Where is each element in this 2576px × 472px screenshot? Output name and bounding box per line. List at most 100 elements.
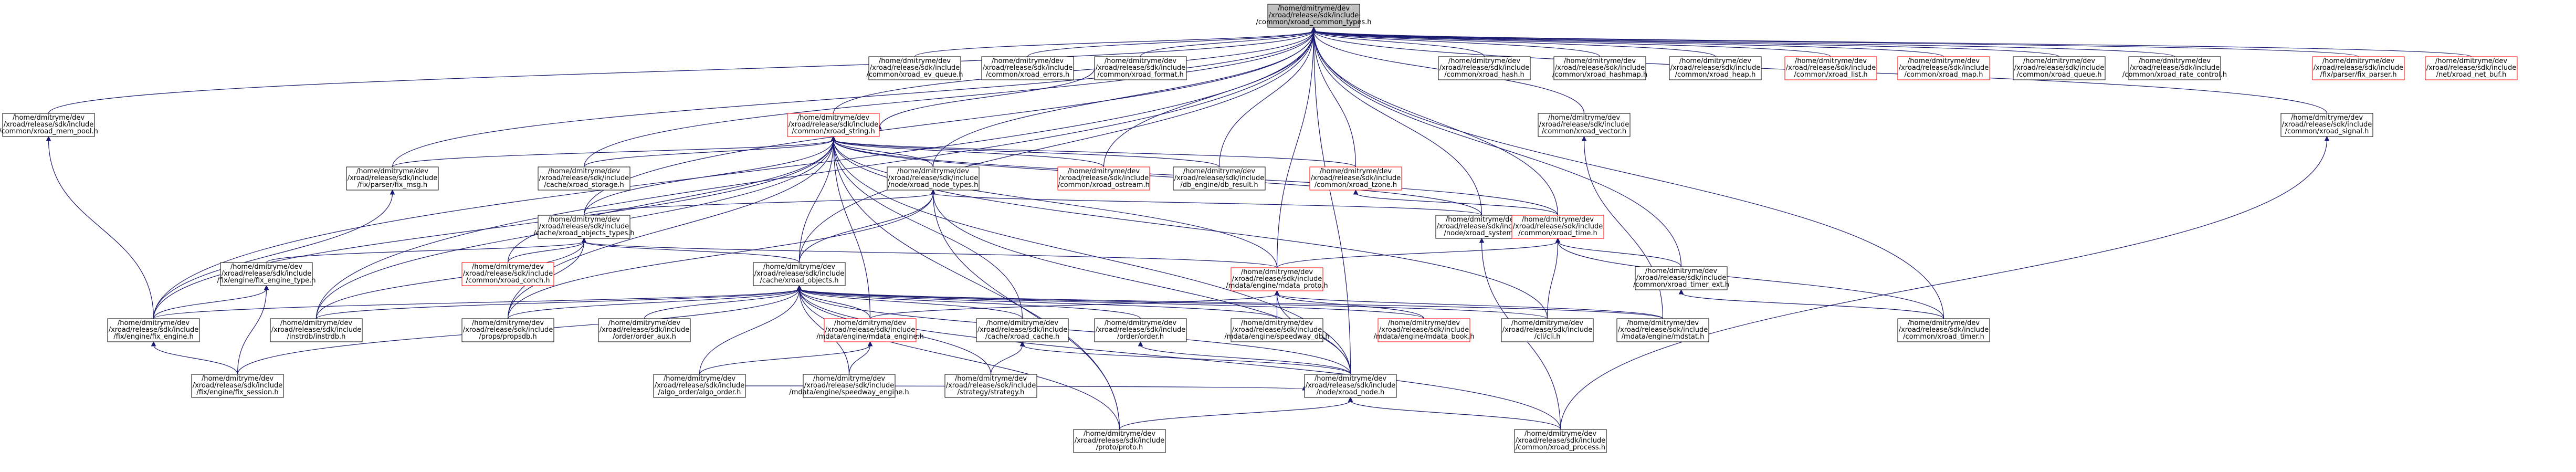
file-node-mdata_proto[interactable]: /home/dmitryme/dev/xroad/release/sdk/inc… <box>1226 267 1328 291</box>
dependency-edge-mdata_engine-to-xroad_objects <box>798 288 871 319</box>
file-node-heap[interactable]: /home/dmitryme/dev/xroad/release/sdk/inc… <box>1669 56 1762 80</box>
dependency-edge-queue-to-root <box>1313 30 2060 57</box>
node-label-line: /fix/engine/fix_engine_type.h <box>217 277 316 285</box>
dependency-edge-xroad_node-to-node_types <box>932 193 1351 375</box>
node-label-line: /xroad/release/sdk/include <box>463 270 553 278</box>
node-label-line: /home/dmitryme/dev <box>1105 57 1177 65</box>
file-node-hashmap[interactable]: /home/dmitryme/dev/xroad/release/sdk/inc… <box>1552 56 1647 80</box>
file-node-fix_parser[interactable]: /home/dmitryme/dev/xroad/release/sdk/inc… <box>2312 56 2405 80</box>
file-node-objects_types[interactable]: /home/dmitryme/dev/xroad/release/sdk/inc… <box>533 215 635 239</box>
file-node-hash[interactable]: /home/dmitryme/dev/xroad/release/sdk/inc… <box>1438 56 1531 80</box>
file-node-timer_ext[interactable]: /home/dmitryme/dev/xroad/release/sdk/inc… <box>1633 266 1729 290</box>
node-box <box>1094 56 1187 80</box>
file-node-ostream[interactable]: /home/dmitryme/dev/xroad/release/sdk/inc… <box>1057 166 1150 191</box>
dependency-edge-cli-to-xroad_objects <box>798 288 1548 319</box>
file-node-list[interactable]: /home/dmitryme/dev/xroad/release/sdk/inc… <box>1784 56 1877 80</box>
file-node-order_aux[interactable]: /home/dmitryme/dev/xroad/release/sdk/inc… <box>598 318 691 342</box>
file-node-xroad_objects[interactable]: /home/dmitryme/dev/xroad/release/sdk/inc… <box>753 262 846 286</box>
dependency-edge-xroad_timer-to-timer_ext <box>1680 292 1944 319</box>
file-node-mdata_book[interactable]: /home/dmitryme/dev/xroad/release/sdk/inc… <box>1374 318 1475 342</box>
node-label-line: /home/dmitryme/dev <box>13 114 85 122</box>
dependency-edge-map-to-root <box>1313 30 1944 57</box>
file-node-xroad_timer[interactable]: /home/dmitryme/dev/xroad/release/sdk/inc… <box>1897 318 1990 342</box>
node-label-line: /mdata/engine/mdata_book.h <box>1374 333 1475 341</box>
file-node-instrdb[interactable]: /home/dmitryme/dev/xroad/release/sdk/inc… <box>270 318 363 342</box>
dependency-edge-xroad_node-to-xroad_cache <box>1022 344 1351 375</box>
node-label-line: /home/dmitryme/dev <box>664 375 736 383</box>
file-node-fix_session[interactable]: /home/dmitryme/dev/xroad/release/sdk/inc… <box>191 374 284 398</box>
node-box <box>944 374 1037 398</box>
file-node-string[interactable]: /home/dmitryme/dev/xroad/release/sdk/inc… <box>787 113 880 137</box>
file-node-xroad_node[interactable]: /home/dmitryme/dev/xroad/release/sdk/inc… <box>1304 374 1397 398</box>
file-node-rate_control[interactable]: /home/dmitryme/dev/xroad/release/sdk/inc… <box>2122 56 2227 80</box>
node-label-line: /home/dmitryme/dev <box>1278 5 1350 13</box>
dependency-edge-xroad_storage-to-root <box>583 30 1315 167</box>
node-label-line: /home/dmitryme/dev <box>2322 57 2395 65</box>
file-node-errors[interactable]: /home/dmitryme/dev/xroad/release/sdk/inc… <box>981 56 1074 80</box>
file-node-map[interactable]: /home/dmitryme/dev/xroad/release/sdk/inc… <box>1897 56 1990 80</box>
dependency-edge-mdata_proto-to-objects_types <box>583 241 1278 268</box>
node-label-line: /common/xroad_conch.h <box>466 277 550 285</box>
file-node-db_result[interactable]: /home/dmitryme/dev/xroad/release/sdk/inc… <box>1173 166 1266 191</box>
file-node-proto[interactable]: /home/dmitryme/dev/xroad/release/sdk/inc… <box>1073 429 1166 453</box>
node-label-line: /xroad/release/sdk/include <box>463 326 553 334</box>
file-node-fix_engine[interactable]: /home/dmitryme/dev/xroad/release/sdk/inc… <box>107 318 200 342</box>
node-box <box>461 262 554 286</box>
dependency-edge-fix_session-to-fix_engine_type <box>237 288 267 375</box>
arrowhead-xroad_timer-to-timer_ext <box>1678 289 1684 295</box>
dependency-edge-node_types-to-string <box>833 139 934 167</box>
file-node-tzone[interactable]: /home/dmitryme/dev/xroad/release/sdk/inc… <box>1309 166 1402 191</box>
file-node-xroad_storage[interactable]: /home/dmitryme/dev/xroad/release/sdk/inc… <box>538 166 630 191</box>
file-node-speedway_db[interactable]: /home/dmitryme/dev/xroad/release/sdk/inc… <box>1224 318 1330 342</box>
file-node-root[interactable]: /home/dmitryme/dev/xroad/release/sdk/inc… <box>1256 4 1372 28</box>
file-node-order[interactable]: /home/dmitryme/dev/xroad/release/sdk/inc… <box>1094 318 1187 342</box>
node-label-line: /xroad/release/sdk/include <box>1899 326 1989 334</box>
file-node-vector[interactable]: /home/dmitryme/dev/xroad/release/sdk/inc… <box>1538 113 1631 137</box>
node-label-line: /common/xroad_time.h <box>1518 229 1597 237</box>
file-node-propsdb[interactable]: /home/dmitryme/dev/xroad/release/sdk/inc… <box>461 318 554 342</box>
file-node-xroad_cache[interactable]: /home/dmitryme/dev/xroad/release/sdk/inc… <box>976 318 1069 342</box>
node-label-line: /xroad/release/sdk/include <box>1311 174 1401 182</box>
file-node-queue[interactable]: /home/dmitryme/dev/xroad/release/sdk/inc… <box>2013 56 2106 80</box>
node-label-line: /xroad/release/sdk/include <box>1502 326 1593 334</box>
dependency-edge-timer_ext-to-xroad_time <box>1557 241 1682 267</box>
dependency-edge-xroad_node-to-xroad_objects <box>798 288 1351 375</box>
file-node-algo_order[interactable]: /home/dmitryme/dev/xroad/release/sdk/inc… <box>653 374 746 398</box>
node-box <box>1897 56 1990 80</box>
file-node-speedway_engine[interactable]: /home/dmitryme/dev/xroad/release/sdk/inc… <box>789 374 909 398</box>
node-label-line: /xroad/release/sdk/include <box>804 382 895 390</box>
file-node-cli[interactable]: /home/dmitryme/dev/xroad/release/sdk/inc… <box>1501 318 1594 342</box>
node-label-line: /xroad/release/sdk/include <box>1096 64 1186 72</box>
node-label-line: /home/dmitryme/dev <box>118 319 190 327</box>
arrowhead-xroad_node-to-mdata_proto <box>1274 290 1280 296</box>
file-node-xroad_conch[interactable]: /home/dmitryme/dev/xroad/release/sdk/inc… <box>461 262 554 286</box>
file-node-ev_queue[interactable]: /home/dmitryme/dev/xroad/release/sdk/inc… <box>866 56 963 80</box>
node-label-line: /home/dmitryme/dev <box>2291 114 2363 122</box>
file-node-mdstat[interactable]: /home/dmitryme/dev/xroad/release/sdk/inc… <box>1616 318 1709 342</box>
file-node-mem_pool[interactable]: /home/dmitryme/dev/xroad/release/sdk/inc… <box>0 113 98 137</box>
node-label-line: /props/propsdb.h <box>479 333 537 341</box>
file-node-xroad_process[interactable]: /home/dmitryme/dev/xroad/release/sdk/inc… <box>1514 429 1607 453</box>
node-label-line: /home/dmitryme/dev <box>1522 216 1594 224</box>
dependency-edge-xroad_objects-to-root <box>798 30 1315 263</box>
node-label-line: /home/dmitryme/dev <box>472 263 544 271</box>
dependency-edge-fix_msg-to-string <box>392 139 834 167</box>
file-node-signal[interactable]: /home/dmitryme/dev/xroad/release/sdk/inc… <box>2280 113 2373 137</box>
file-node-mdata_engine[interactable]: /home/dmitryme/dev/xroad/release/sdk/inc… <box>816 318 924 342</box>
file-node-strategy[interactable]: /home/dmitryme/dev/xroad/release/sdk/inc… <box>944 374 1037 398</box>
file-node-fix_engine_type[interactable]: /home/dmitryme/dev/xroad/release/sdk/inc… <box>217 262 316 286</box>
dependency-edge-net_buf-to-root <box>1313 30 2472 57</box>
file-node-node_types[interactable]: /home/dmitryme/dev/xroad/release/sdk/inc… <box>887 166 980 191</box>
node-label-line: /home/dmitryme/dev <box>1068 167 1140 175</box>
file-node-fix_msg[interactable]: /home/dmitryme/dev/xroad/release/sdk/inc… <box>346 166 439 191</box>
node-box <box>1309 166 1402 191</box>
node-label-line: /common/xroad_common_types.h <box>1256 18 1371 26</box>
file-node-xroad_time[interactable]: /home/dmitryme/dev/xroad/release/sdk/inc… <box>1511 215 1604 239</box>
node-label-line: /xroad/release/sdk/include <box>1899 64 1989 72</box>
dependency-edge-proto-to-string <box>833 139 1120 430</box>
node-box <box>1669 56 1762 80</box>
file-node-net_buf[interactable]: /home/dmitryme/dev/xroad/release/sdk/inc… <box>2425 56 2518 80</box>
file-node-format[interactable]: /home/dmitryme/dev/xroad/release/sdk/inc… <box>1094 56 1187 80</box>
node-box <box>1304 374 1397 398</box>
node-label-line: /home/dmitryme/dev <box>834 319 907 327</box>
